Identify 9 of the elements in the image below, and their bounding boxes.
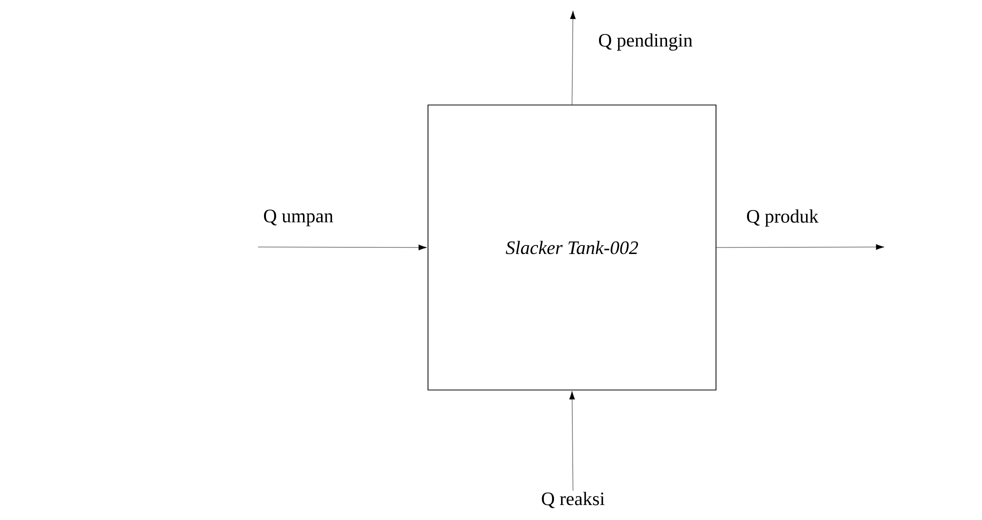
edge-label: Q umpan xyxy=(262,208,334,228)
edge-label: Q pendingin xyxy=(597,32,694,52)
tank-box: Slacker Tank-002 xyxy=(428,104,716,390)
arrow xyxy=(569,391,575,491)
edge-label: Q produk xyxy=(745,208,820,228)
arrow xyxy=(258,244,427,250)
arrow xyxy=(570,10,576,105)
edge-label: Q reaksi xyxy=(542,492,605,508)
arrow xyxy=(716,244,884,250)
